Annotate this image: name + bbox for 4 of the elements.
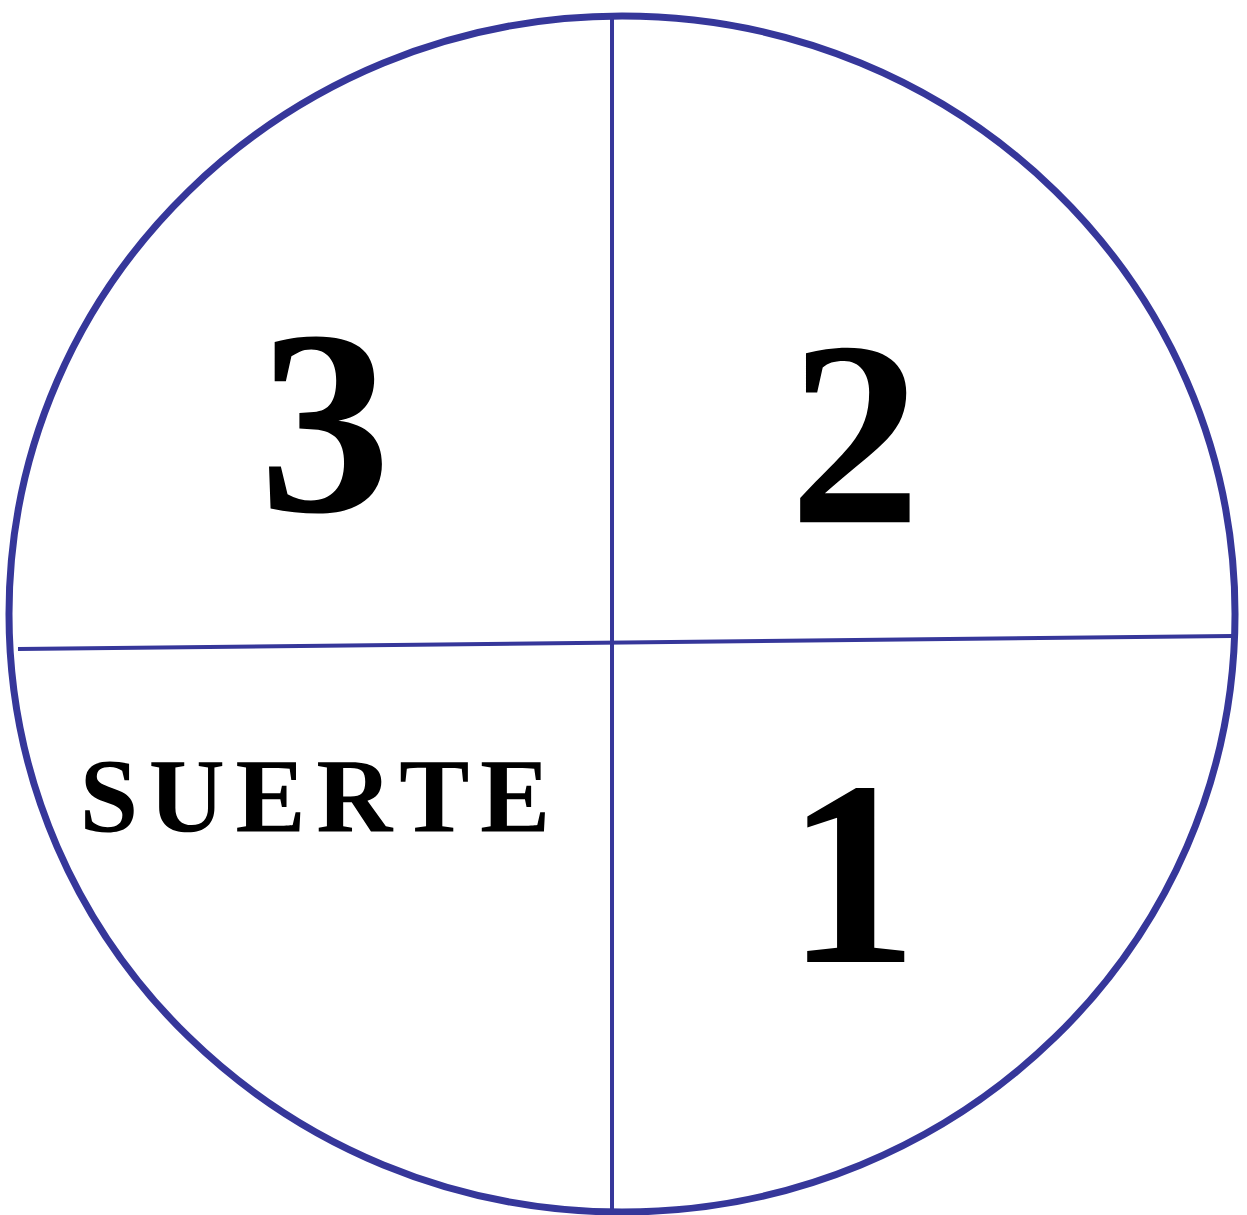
quadrant-number: 2 (800, 347, 910, 523)
quadrant-number: 1 (807, 788, 905, 962)
quadrant-label: SUERTE (85, 761, 545, 833)
quadrant-number: 3 (269, 336, 382, 514)
